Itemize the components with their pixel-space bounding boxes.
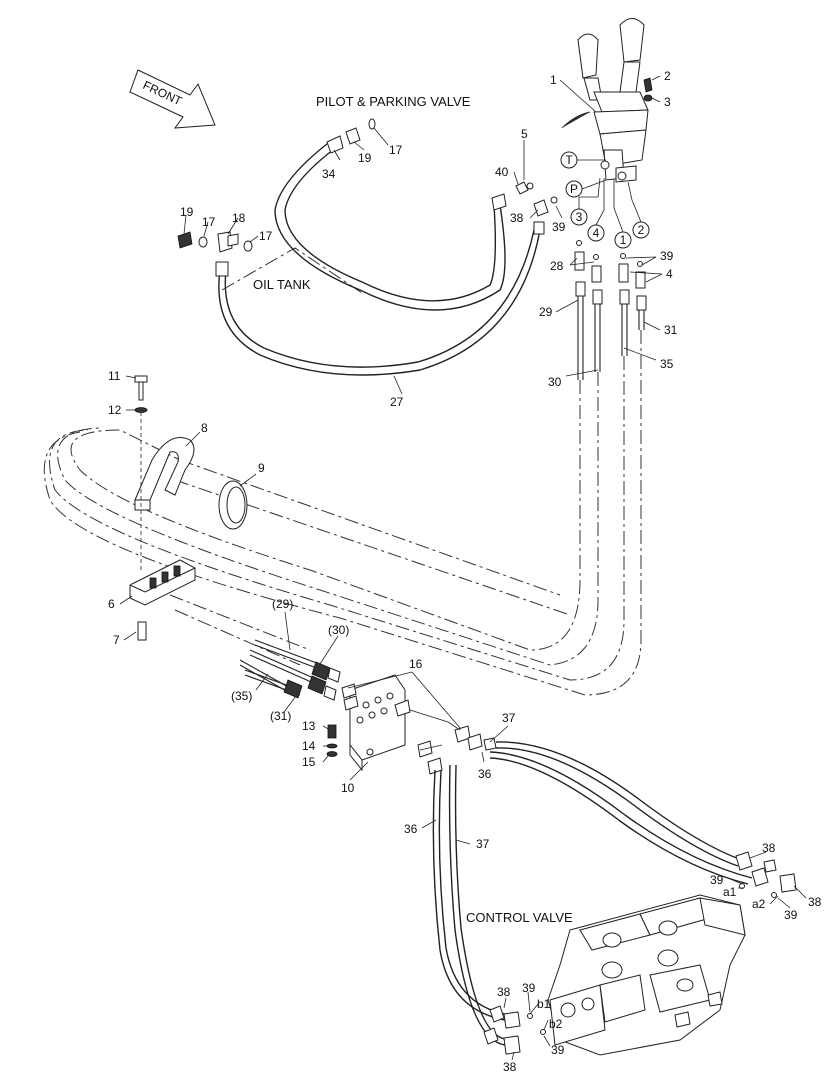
callout-38-c: 38 [808, 895, 822, 909]
control-valve-title: CONTROL VALVE [466, 910, 573, 925]
callout-17-c: 17 [259, 229, 273, 243]
hose-36-upper [489, 751, 753, 879]
callout-36-a: 36 [478, 767, 492, 781]
valve-fittings [515, 77, 653, 217]
callout-39-f: 39 [551, 1043, 565, 1057]
callout-1: 1 [550, 73, 557, 87]
hose-37-upper [495, 741, 743, 861]
port-2-label: 2 [638, 223, 645, 237]
hose-ends-bracket [239, 639, 341, 701]
callout-17-b: 17 [202, 215, 216, 229]
clamp-8 [134, 437, 195, 511]
hose-36-lower-inner [438, 769, 506, 1015]
callout-14: 14 [302, 739, 316, 753]
callout-9: 9 [258, 461, 265, 475]
callout-8: 8 [201, 421, 208, 435]
hose-37-lower-inner [454, 764, 506, 1040]
callout-16: 16 [409, 657, 423, 671]
clamp-block-6 [129, 559, 196, 641]
callout-3: 3 [664, 95, 671, 109]
callout-37-a: 37 [502, 711, 516, 725]
bracket-fittings [394, 699, 497, 775]
port-3-label: 3 [576, 210, 583, 224]
callout-27: 27 [390, 395, 404, 409]
callout-30-ref: (30) [328, 623, 349, 637]
port-1-label: 1 [620, 233, 627, 247]
oil-tank-fittings [177, 231, 253, 253]
front-arrow: FRONT [129, 69, 216, 129]
callout-39-e: 39 [522, 981, 536, 995]
callout-39-a: 39 [552, 220, 566, 234]
callout-28: 28 [550, 259, 564, 273]
callout-19-a: 19 [358, 151, 372, 165]
control-valve-body [547, 894, 746, 1056]
clamp-9 [218, 480, 248, 530]
callout-31-ref: (31) [270, 709, 291, 723]
callout-10: 10 [341, 781, 355, 795]
callout-6: 6 [108, 597, 115, 611]
port-t-label: T [565, 153, 573, 167]
hose-34-inner [284, 145, 497, 302]
callout-5: 5 [521, 127, 528, 141]
callout-labels: 1 2 3 5 40 17 19 34 19 17 18 17 38 39 39… [108, 69, 822, 1074]
pilot-line-fittings [574, 240, 646, 289]
callout-40: 40 [495, 165, 509, 179]
hose-34 [274, 139, 506, 311]
pilot-hoses-vertical [575, 281, 647, 380]
callout-38-d: 38 [497, 985, 511, 999]
bracket-10 [341, 674, 406, 772]
hose-27 [218, 229, 541, 376]
hose-37-upper-inner [495, 747, 739, 867]
pilot-valve-joystick [561, 18, 649, 183]
callout-35: 35 [660, 357, 674, 371]
callout-38-e: 38 [503, 1060, 517, 1074]
port-p-label: P [570, 182, 578, 196]
callout-38-b: 38 [762, 841, 776, 855]
callout-a2: a2 [752, 897, 766, 911]
callout-17-a: 17 [389, 143, 403, 157]
callout-31: 31 [664, 323, 678, 337]
hose-37-lower [448, 764, 506, 1046]
callout-39-b: 39 [660, 249, 674, 263]
callout-a1: a1 [723, 885, 737, 899]
callout-30: 30 [548, 375, 562, 389]
hose-27-inner [224, 229, 535, 368]
callout-b2: b2 [549, 1017, 563, 1031]
callout-39-c: 39 [710, 873, 724, 887]
callout-19-b: 19 [180, 205, 194, 219]
pilot-parking-valve-title: PILOT & PARKING VALVE [316, 94, 471, 109]
callout-b1: b1 [537, 997, 551, 1011]
leader-lines [119, 75, 807, 1061]
callout-18: 18 [232, 211, 246, 225]
oil-tank-outline [221, 247, 363, 294]
callout-4: 4 [666, 267, 673, 281]
hose-36-upper-inner [489, 757, 749, 885]
callout-2: 2 [664, 69, 671, 83]
callout-36-b: 36 [404, 822, 418, 836]
port-markers: T P 3 4 1 2 [560, 151, 650, 249]
callout-7: 7 [113, 633, 120, 647]
hose-36-lower [432, 769, 506, 1021]
bolt-13 [326, 724, 338, 757]
callout-11: 11 [108, 369, 121, 383]
callout-29: 29 [539, 305, 553, 319]
callout-39-d: 39 [784, 908, 798, 922]
callout-12: 12 [108, 403, 122, 417]
bolt-11 [134, 375, 148, 570]
callout-34: 34 [322, 167, 336, 181]
callout-37-b: 37 [476, 837, 490, 851]
oil-tank-title: OIL TANK [253, 277, 311, 292]
callout-13: 13 [302, 719, 316, 733]
callout-29-ref: (29) [272, 597, 293, 611]
callout-35-ref: (35) [231, 689, 252, 703]
callout-38-a: 38 [510, 211, 524, 225]
callout-15: 15 [302, 755, 316, 769]
port-4-label: 4 [593, 226, 600, 240]
